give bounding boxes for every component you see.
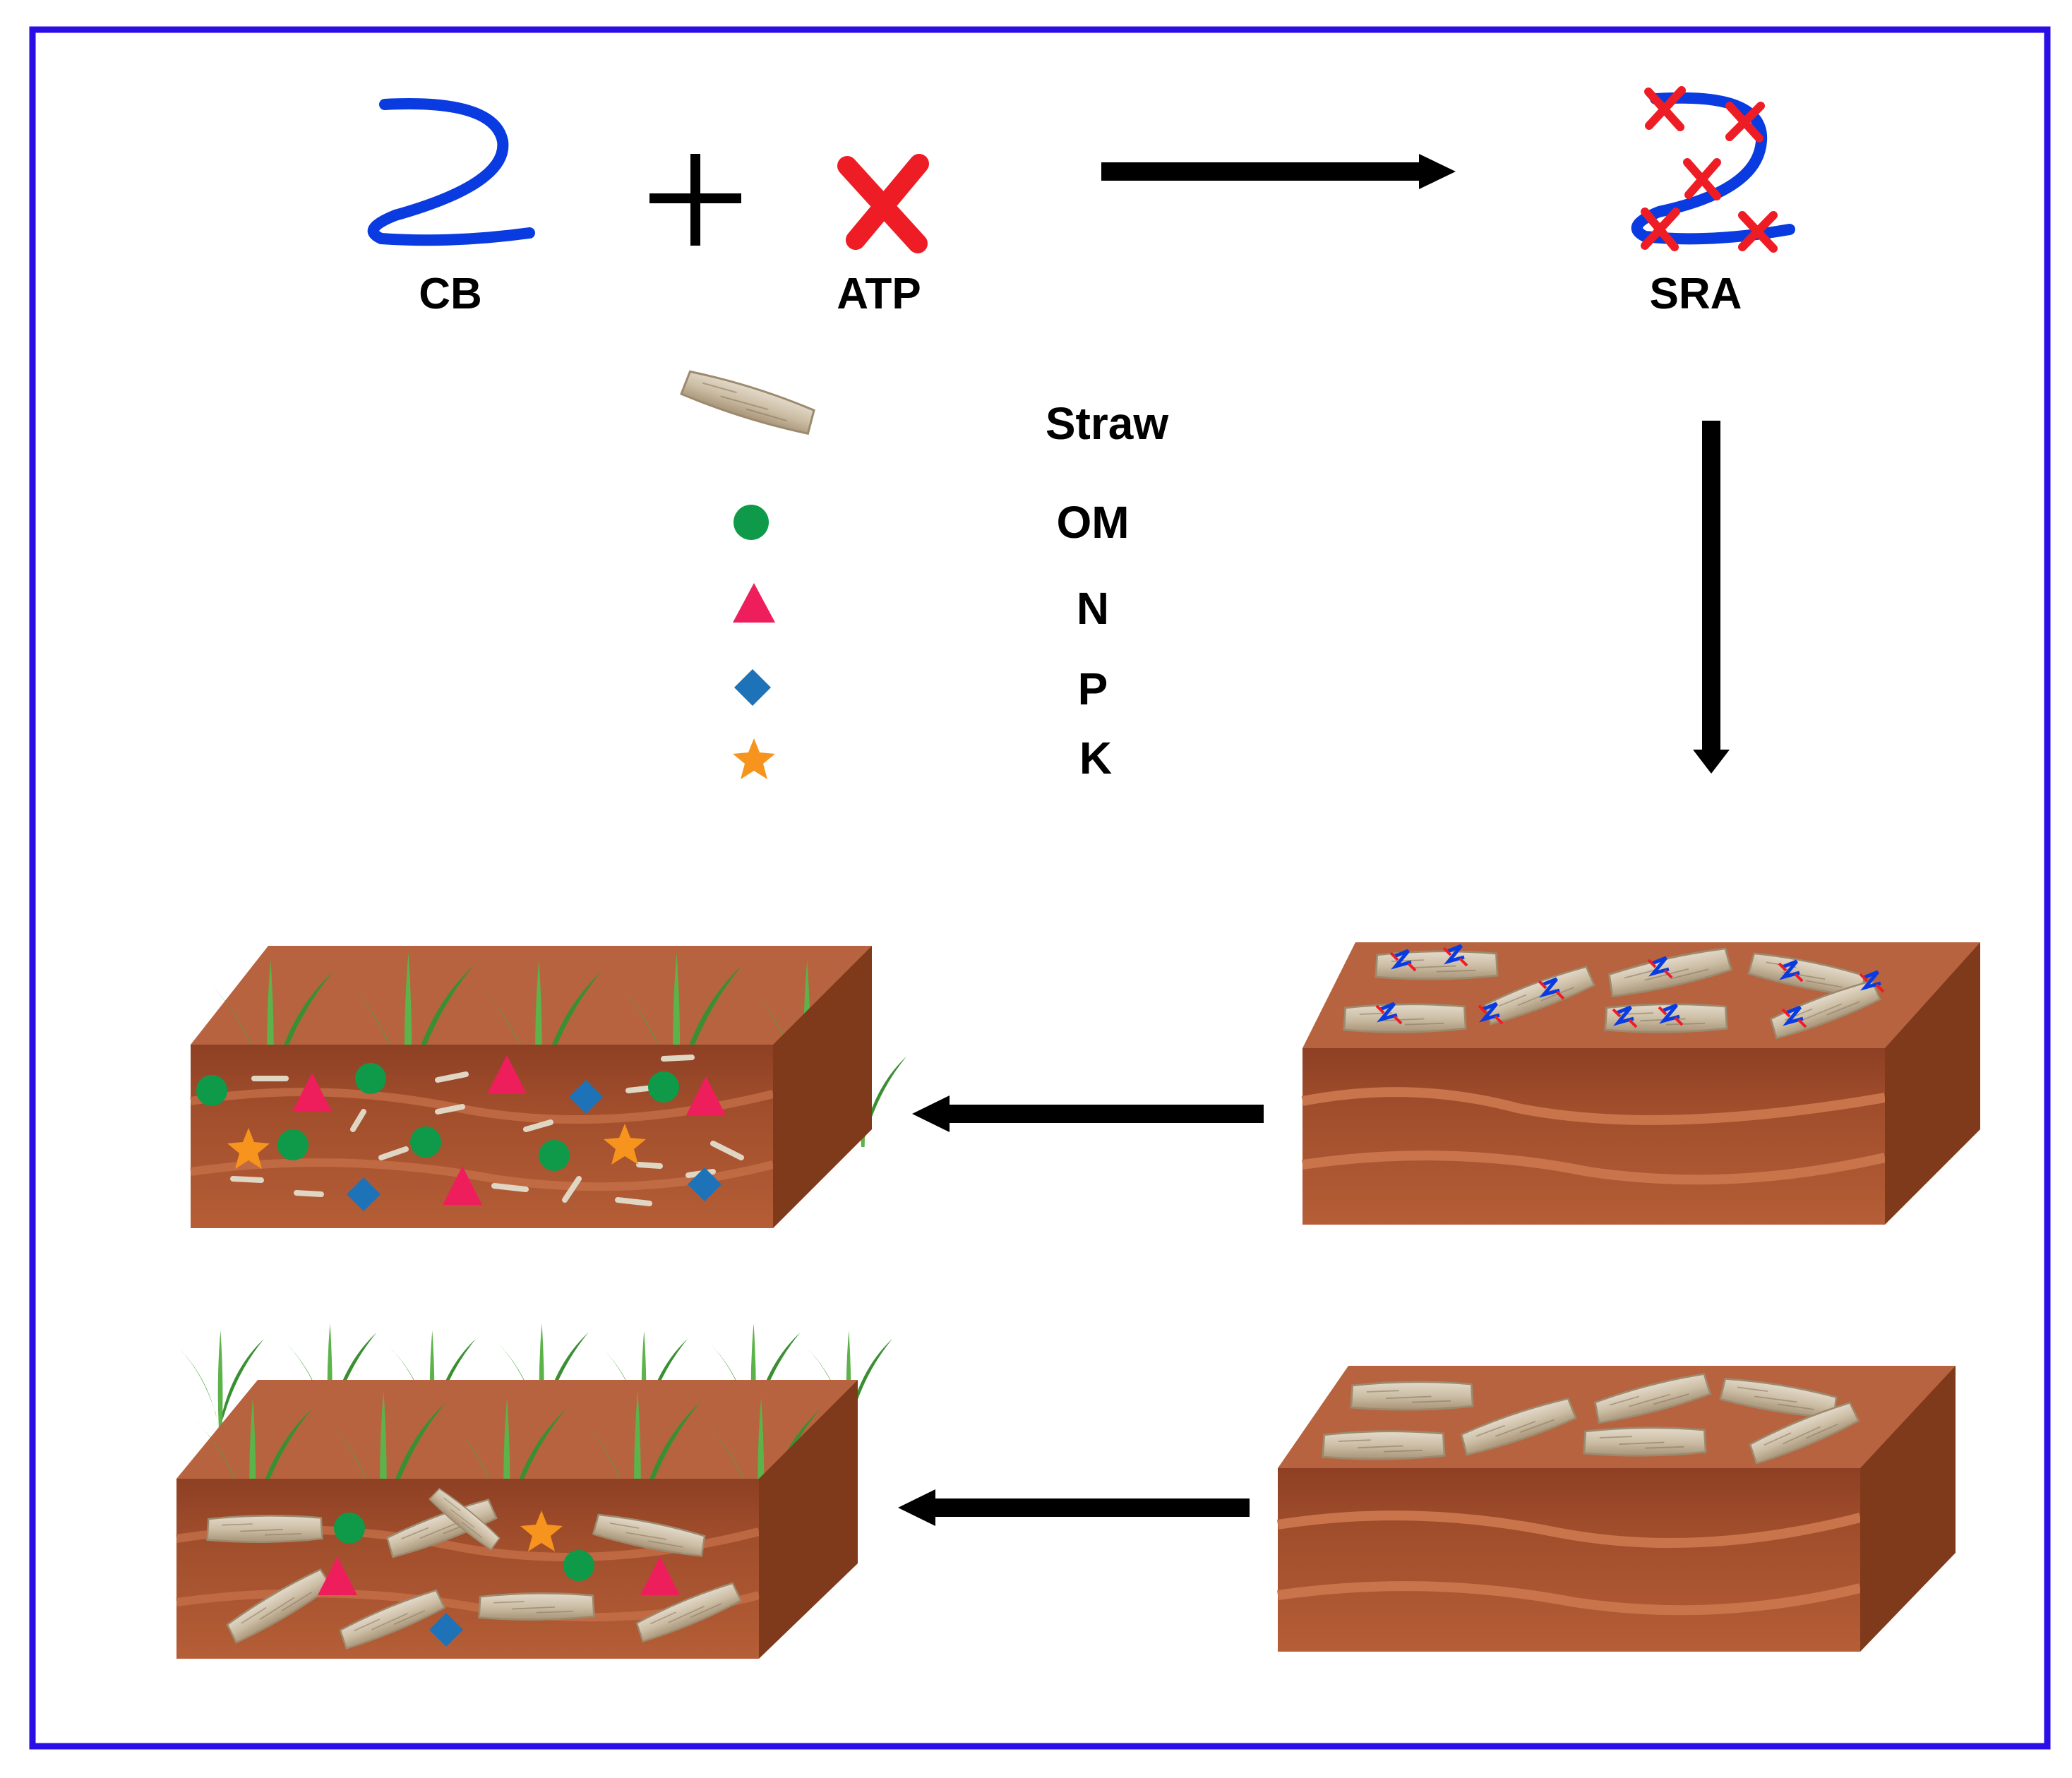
legend: Straw OM N P K	[679, 366, 1169, 783]
legend-triangle-icon	[733, 583, 775, 623]
cb-label: CB	[419, 270, 482, 318]
down-arrow-icon	[1693, 421, 1730, 774]
nutrient-markers	[318, 1510, 680, 1647]
plus-icon	[649, 154, 741, 246]
soil-block-sra-straw	[1301, 942, 1980, 1225]
left-arrow-icon	[912, 1095, 1264, 1132]
left-arrow-icon	[898, 1489, 1250, 1526]
legend-diamond-icon	[734, 669, 771, 706]
right-arrow-icon	[1101, 154, 1456, 189]
legend-label: Straw	[1046, 398, 1169, 449]
legend-label: N	[1077, 583, 1109, 634]
legend-label: P	[1078, 663, 1108, 714]
legend-circle-icon	[733, 505, 769, 540]
soil-block-straw-result	[176, 1323, 893, 1659]
soil-block-sra-result	[190, 946, 907, 1228]
legend-star-icon	[733, 738, 775, 779]
sra-complex-icon	[1631, 86, 1795, 253]
soil-block-plain-straw	[1276, 1366, 1956, 1652]
legend-label: OM	[1056, 497, 1129, 548]
atp-cross-icon	[837, 154, 929, 253]
nutrient-markers	[196, 1055, 726, 1211]
sra-label: SRA	[1650, 270, 1742, 318]
legend-label: K	[1079, 733, 1112, 783]
cb-strand-icon	[367, 98, 535, 246]
atp-label: ATP	[837, 270, 921, 318]
sra-marks	[1375, 944, 1885, 1028]
